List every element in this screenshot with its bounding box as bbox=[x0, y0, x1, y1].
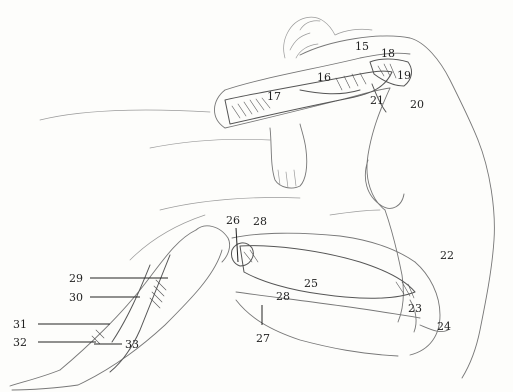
muscle-forearm bbox=[225, 71, 392, 124]
foot bbox=[10, 370, 78, 390]
muscle-calf bbox=[110, 255, 170, 372]
hand-outline bbox=[270, 124, 307, 188]
label-30: 30 bbox=[69, 291, 83, 304]
muscle-forearm-split bbox=[300, 90, 360, 94]
elbow bbox=[214, 90, 225, 128]
back-outline bbox=[462, 140, 494, 378]
thigh-bottom-edge bbox=[236, 292, 420, 318]
label-25: 25 bbox=[304, 277, 318, 290]
label-16: 16 bbox=[317, 71, 331, 84]
muscle-thigh bbox=[240, 246, 415, 299]
label-23: 23 bbox=[408, 302, 422, 315]
label-17: 17 bbox=[267, 90, 281, 103]
forearm-hatching bbox=[232, 73, 366, 118]
drapery-left bbox=[40, 110, 300, 210]
muscle-shin bbox=[112, 265, 150, 342]
label-32: 32 bbox=[13, 336, 27, 349]
label-20: 20 bbox=[410, 98, 424, 111]
label-22: 22 bbox=[440, 249, 454, 262]
label-21: 21 bbox=[370, 94, 384, 107]
calf-back bbox=[78, 250, 222, 385]
label-26: 26 bbox=[226, 214, 240, 227]
label-24: 24 bbox=[437, 320, 451, 333]
rear-leg bbox=[236, 300, 398, 356]
label-28-lower: 28 bbox=[276, 290, 290, 303]
label-33: 33 bbox=[125, 338, 139, 351]
label-27: 27 bbox=[256, 332, 270, 345]
knee bbox=[196, 226, 230, 262]
label-19: 19 bbox=[397, 69, 411, 82]
thigh-top-edge bbox=[232, 233, 415, 262]
label-29: 29 bbox=[69, 272, 83, 285]
thigh-hatching bbox=[244, 250, 414, 298]
label-31: 31 bbox=[13, 318, 27, 331]
label-18: 18 bbox=[381, 47, 395, 60]
label-15: 15 bbox=[355, 40, 369, 53]
label-28-upper: 28 bbox=[253, 215, 267, 228]
abdomen bbox=[385, 210, 403, 322]
breast bbox=[365, 160, 404, 208]
